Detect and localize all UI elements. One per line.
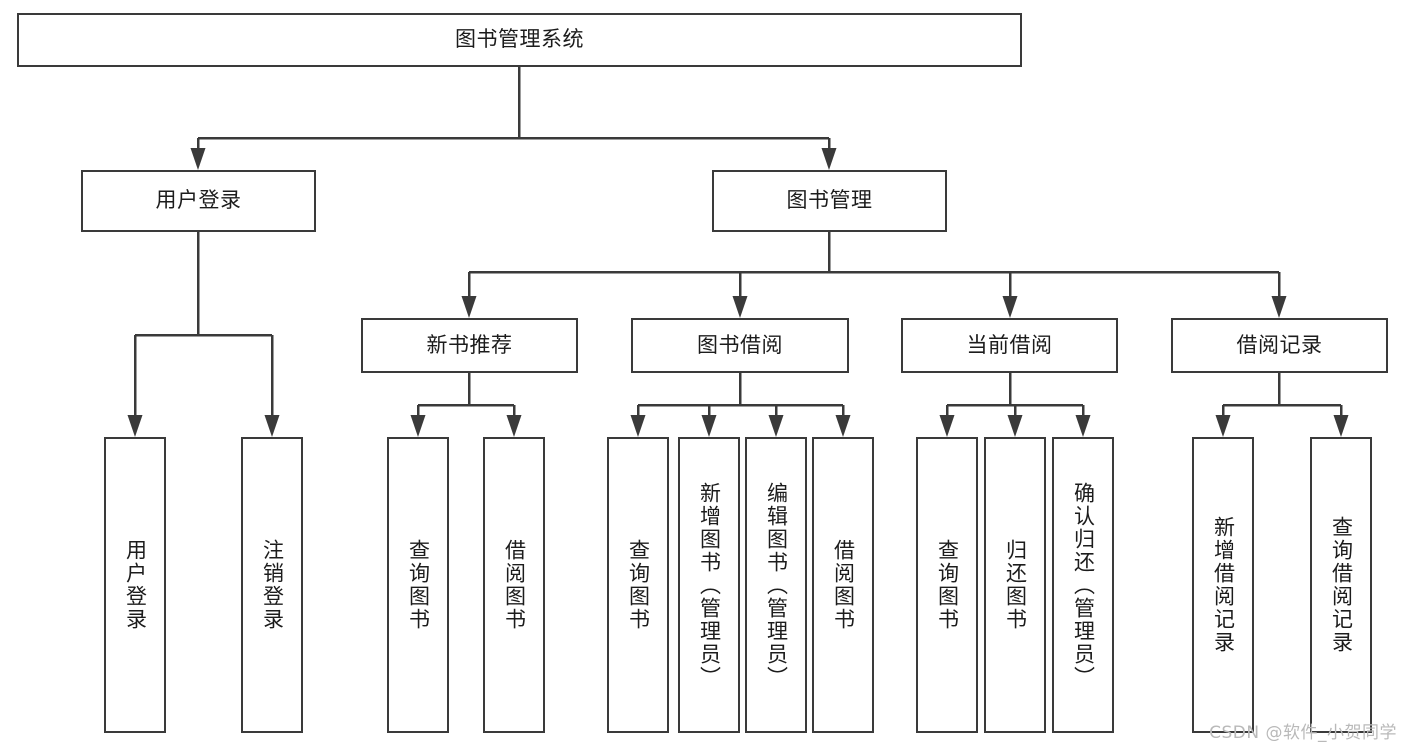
node-leaf-query-book-3-label: 查询图书 [935, 539, 960, 631]
group2-leaf-arrow-0-head [939, 415, 955, 437]
user-leaf-arrow-1-head [264, 415, 280, 437]
node-leaf-logout-login[interactable]: 注销登录 [241, 437, 303, 733]
group2-leaf-arrow-2-head [1075, 415, 1091, 437]
node-leaf-add-book-admin-label: 新增图书（管理员） [697, 481, 722, 689]
node-root[interactable]: 图书管理系统 [17, 13, 1022, 67]
group1-leaf-arrow-0-head [630, 415, 646, 437]
node-leaf-edit-book-admin-label: 编辑图书（管理员） [764, 481, 789, 689]
node-user-login-label: 用户登录 [155, 188, 242, 213]
node-leaf-add-borrow-record[interactable]: 新增借阅记录 [1192, 437, 1254, 733]
node-leaf-add-book-admin[interactable]: 新增图书（管理员） [678, 437, 740, 733]
node-leaf-borrow-book-2-label: 借阅图书 [831, 539, 856, 631]
manage-arrow-2-head [1002, 296, 1018, 318]
node-leaf-query-book-1-label: 查询图书 [406, 539, 431, 631]
root-arrow-1-head [821, 148, 837, 170]
node-book-borrow-label: 图书借阅 [697, 332, 783, 357]
node-leaf-user-login[interactable]: 用户登录 [104, 437, 166, 733]
user-leaf-arrow-0-head [127, 415, 143, 437]
group0-leaf-arrow-1-head [506, 415, 522, 437]
group1-leaf-arrow-1-head [701, 415, 717, 437]
manage-arrow-3-head [1271, 296, 1287, 318]
node-leaf-query-borrow-record[interactable]: 查询借阅记录 [1310, 437, 1372, 733]
node-new-book-recommend-label: 新书推荐 [426, 332, 513, 357]
node-leaf-add-borrow-record-label: 新增借阅记录 [1211, 516, 1236, 654]
node-leaf-logout-login-label: 注销登录 [260, 539, 285, 631]
node-leaf-query-book-3[interactable]: 查询图书 [916, 437, 978, 733]
node-book-borrow[interactable]: 图书借阅 [631, 318, 849, 373]
group1-leaf-arrow-2-head [768, 415, 784, 437]
node-current-borrow-label: 当前借阅 [966, 332, 1053, 357]
node-leaf-query-book-2[interactable]: 查询图书 [607, 437, 669, 733]
group2-leaf-arrow-1-head [1007, 415, 1023, 437]
node-leaf-query-book-1[interactable]: 查询图书 [387, 437, 449, 733]
group3-leaf-arrow-1-head [1333, 415, 1349, 437]
node-current-borrow[interactable]: 当前借阅 [901, 318, 1118, 373]
node-book-manage[interactable]: 图书管理 [712, 170, 947, 232]
manage-arrow-1-head [732, 296, 748, 318]
node-user-login[interactable]: 用户登录 [81, 170, 316, 232]
node-leaf-confirm-return-admin-label: 确认归还（管理员） [1071, 481, 1096, 689]
node-leaf-return-book[interactable]: 归还图书 [984, 437, 1046, 733]
node-leaf-query-borrow-record-label: 查询借阅记录 [1329, 516, 1354, 654]
root-arrow-0-head [190, 148, 206, 170]
node-leaf-confirm-return-admin[interactable]: 确认归还（管理员） [1052, 437, 1114, 733]
node-leaf-edit-book-admin[interactable]: 编辑图书（管理员） [745, 437, 807, 733]
node-leaf-return-book-label: 归还图书 [1003, 539, 1028, 631]
node-borrow-record[interactable]: 借阅记录 [1171, 318, 1388, 373]
node-leaf-borrow-book-2[interactable]: 借阅图书 [812, 437, 874, 733]
node-leaf-query-book-2-label: 查询图书 [626, 539, 651, 631]
node-new-book-recommend[interactable]: 新书推荐 [361, 318, 578, 373]
node-root-label: 图书管理系统 [455, 27, 584, 52]
group3-leaf-arrow-0-head [1215, 415, 1231, 437]
node-leaf-borrow-book-1[interactable]: 借阅图书 [483, 437, 545, 733]
group1-leaf-arrow-3-head [835, 415, 851, 437]
node-book-manage-label: 图书管理 [786, 188, 873, 213]
node-leaf-borrow-book-1-label: 借阅图书 [502, 539, 527, 631]
manage-arrow-0-head [461, 296, 477, 318]
node-borrow-record-label: 借阅记录 [1236, 332, 1323, 357]
group0-leaf-arrow-0-head [410, 415, 426, 437]
node-leaf-user-login-label: 用户登录 [123, 539, 148, 631]
